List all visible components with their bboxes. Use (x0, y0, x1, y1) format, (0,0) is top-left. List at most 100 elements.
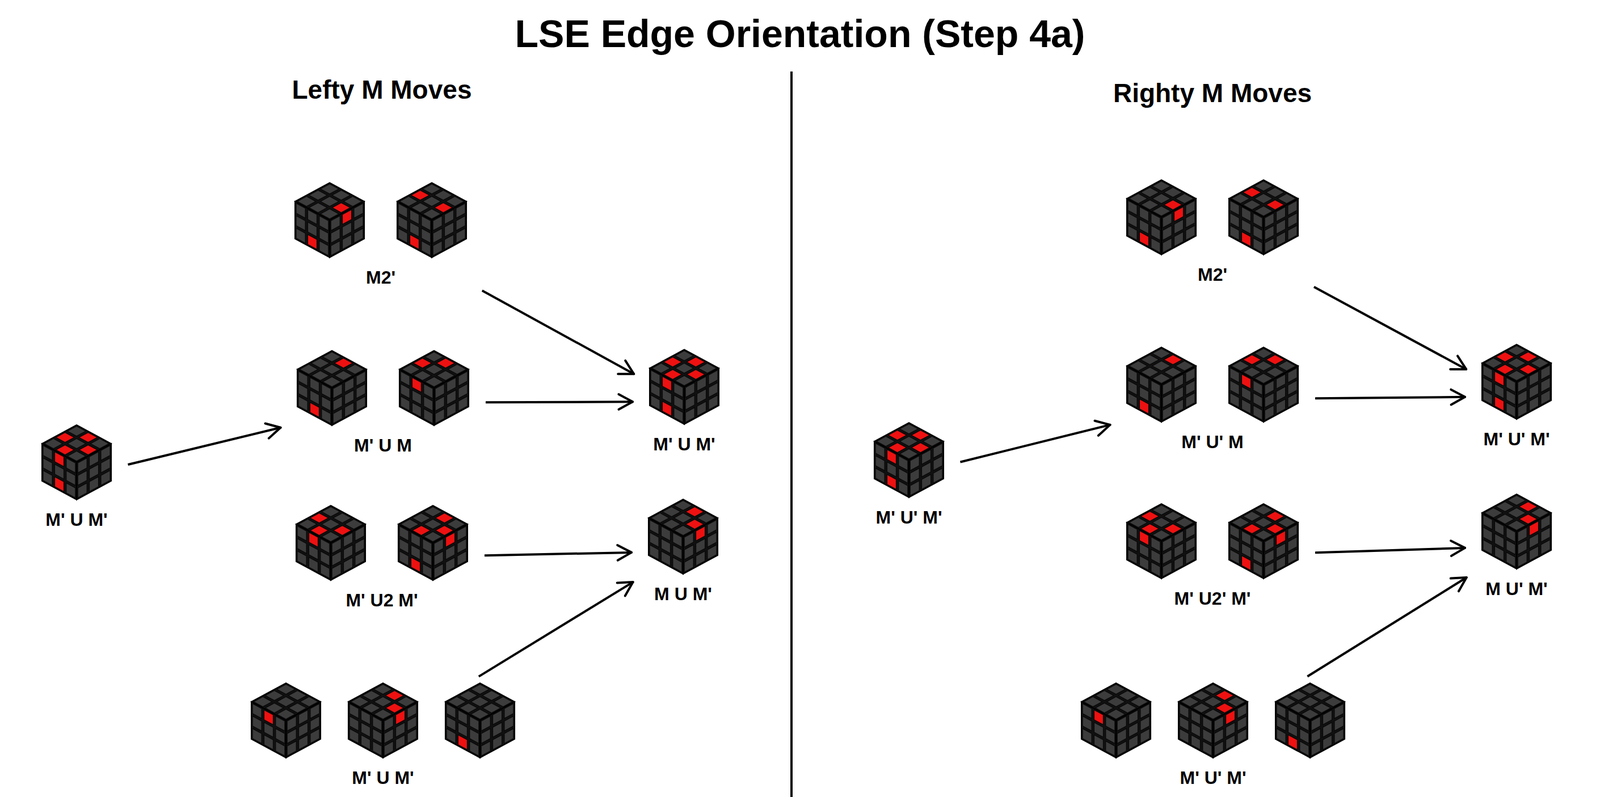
red-sticker (662, 401, 672, 416)
gray-sticker (1322, 734, 1332, 750)
gray-sticker (1173, 398, 1183, 414)
gray-sticker (1230, 200, 1240, 216)
gray-sticker (1311, 728, 1321, 744)
gray-sticker (1173, 231, 1183, 247)
gray-sticker (1483, 364, 1493, 380)
gray-sticker (649, 544, 659, 560)
gray-sticker (1254, 517, 1274, 528)
arrow-line (1314, 287, 1467, 370)
gray-sticker (1163, 511, 1183, 522)
arrow-connector (485, 394, 633, 410)
gray-sticker (1483, 514, 1493, 530)
gray-sticker (1287, 367, 1298, 383)
red-sticker (1139, 231, 1149, 247)
gray-sticker (1173, 219, 1183, 234)
red-sticker (308, 532, 318, 547)
cube-face (399, 369, 435, 426)
gray-sticker (421, 228, 431, 243)
gray-sticker (685, 407, 695, 423)
arrow-line (960, 424, 1110, 463)
gray-sticker (504, 728, 514, 744)
gray-sticker (1140, 703, 1150, 719)
gray-sticker (77, 470, 87, 486)
gray-sticker (1139, 373, 1149, 389)
move-label: M2' (365, 266, 396, 289)
cube-face (445, 701, 480, 759)
red-sticker (695, 525, 705, 541)
move-label: M' U' M' (1483, 428, 1550, 450)
cube-state-node: M' U' M' (1475, 343, 1559, 450)
gray-sticker (435, 396, 445, 411)
gray-sticker (1517, 402, 1527, 418)
gray-sticker (310, 703, 320, 719)
gray-sticker (446, 377, 456, 393)
gray-sticker (1151, 405, 1161, 420)
gray-sticker (1254, 360, 1274, 372)
gray-sticker (434, 550, 444, 566)
gray-sticker (1214, 728, 1224, 744)
gray-sticker (1214, 740, 1224, 756)
gray-sticker (1540, 514, 1551, 530)
gray-sticker (481, 728, 491, 744)
gray-sticker (1287, 709, 1298, 725)
arrow-line (1307, 577, 1467, 677)
gray-sticker (1287, 225, 1298, 240)
gray-sticker (422, 196, 442, 207)
gray-sticker (1140, 187, 1160, 198)
gray-sticker (469, 740, 479, 756)
cube-face (398, 524, 433, 581)
gray-sticker (77, 482, 87, 498)
gray-sticker (298, 396, 308, 411)
gray-sticker (1299, 728, 1309, 744)
gray-sticker (1185, 200, 1195, 216)
gray-sticker (886, 461, 896, 477)
cube-image (444, 681, 516, 760)
gray-sticker (298, 734, 308, 750)
gray-sticker (1230, 524, 1240, 540)
cube-face (445, 683, 515, 721)
gray-sticker (695, 538, 705, 554)
gray-sticker (446, 728, 456, 744)
gray-sticker (696, 376, 706, 391)
gray-sticker (333, 396, 343, 411)
arrow-head (1450, 577, 1467, 579)
gray-sticker (287, 728, 297, 744)
gray-sticker (434, 190, 453, 201)
cube-group (1125, 178, 1300, 256)
gray-sticker (1140, 354, 1160, 365)
gray-sticker (662, 388, 672, 404)
gray-sticker (384, 740, 394, 756)
gray-sticker (910, 468, 920, 483)
gray-sticker (1163, 187, 1183, 198)
red-sticker (1242, 187, 1262, 198)
gray-sticker (1529, 545, 1539, 561)
cube-face (41, 443, 77, 500)
gray-sticker (398, 228, 408, 243)
cube-face (397, 182, 467, 221)
gray-sticker (1254, 180, 1274, 192)
gray-sticker (457, 709, 467, 725)
gray-sticker (1241, 530, 1251, 546)
red-sticker (1140, 511, 1160, 522)
arrow-head (1450, 389, 1465, 398)
cube-state-node: M' U' M' (1074, 681, 1352, 789)
cube-face (1228, 503, 1299, 542)
gray-sticker (1202, 728, 1212, 744)
cube-face (1310, 701, 1345, 759)
gray-sticker (1287, 524, 1298, 540)
gray-sticker (446, 402, 456, 418)
arrow-line (478, 582, 634, 677)
red-sticker (411, 377, 421, 393)
section-heading: Righty M Moves (1113, 77, 1312, 109)
gray-sticker (1242, 511, 1262, 522)
gray-sticker (674, 500, 693, 511)
cube-face (251, 683, 321, 721)
gray-sticker (276, 684, 296, 695)
gray-sticker (411, 402, 421, 418)
gray-sticker (1162, 549, 1172, 564)
gray-sticker (89, 451, 99, 467)
cube-face (684, 368, 719, 425)
cube-group (295, 504, 469, 582)
gray-sticker (1540, 539, 1551, 555)
